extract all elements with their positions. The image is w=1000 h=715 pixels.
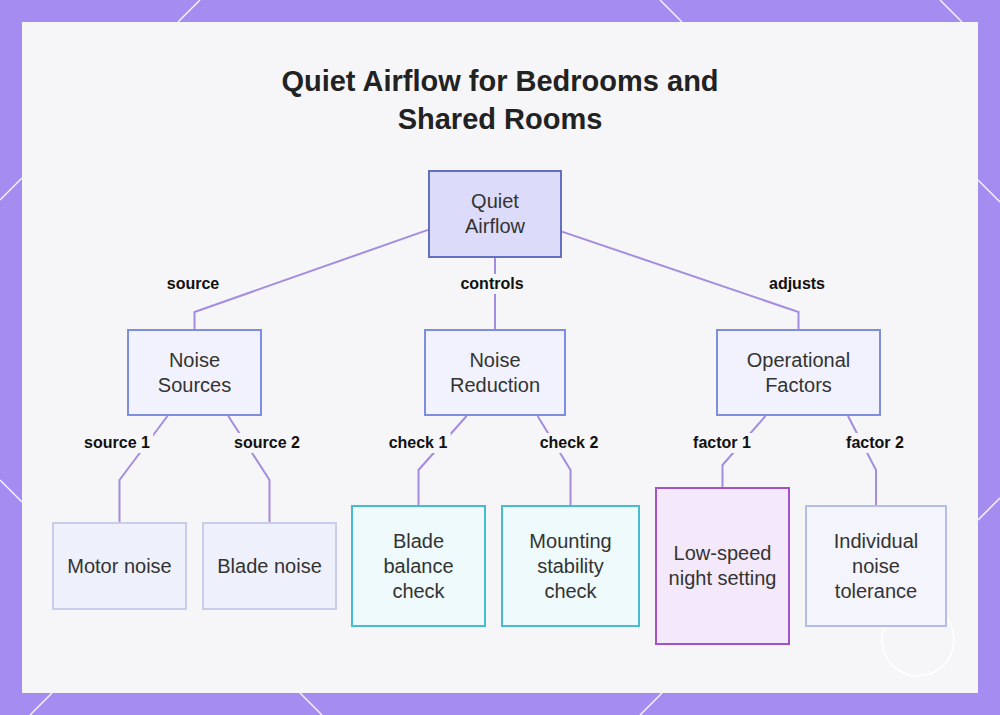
connector [562, 232, 799, 329]
connector [195, 230, 429, 329]
source-box: Blade noise [202, 522, 337, 610]
diagram-title: Quiet Airflow for Bedrooms and Shared Ro… [250, 62, 750, 138]
connector [848, 416, 876, 505]
source-box: Motor noise [52, 522, 187, 610]
node-label: Individual noise tolerance [817, 529, 935, 604]
node-label: Noise Sources [139, 348, 250, 398]
edge-label: adjusts [766, 274, 828, 294]
node-label: Operational Factors [728, 348, 869, 398]
connector [419, 416, 467, 505]
edge-label: source 1 [81, 433, 153, 453]
root-box: Quiet Airflow [428, 170, 562, 258]
category-box: Noise Sources [127, 329, 262, 416]
edge-label: check 1 [386, 433, 451, 453]
connector [538, 416, 571, 505]
edge-label: source 2 [231, 433, 303, 453]
node-label: Blade balance check [363, 529, 474, 604]
edge-label: check 2 [537, 433, 602, 453]
factor-box: Individual noise tolerance [805, 505, 947, 627]
check-box: Blade balance check [351, 505, 486, 627]
check-box: Mounting stability check [501, 505, 640, 627]
edge-label: controls [457, 274, 526, 294]
edge-label: factor 2 [843, 433, 907, 453]
node-label: Low-speed night setting [667, 541, 778, 591]
node-label: Quiet Airflow [440, 189, 550, 239]
node-label: Motor noise [67, 554, 172, 579]
node-label: Mounting stability check [513, 529, 628, 604]
connector [228, 416, 269, 522]
category-box: Operational Factors [716, 329, 881, 416]
edge-label: factor 1 [690, 433, 754, 453]
node-label: Blade noise [217, 554, 322, 579]
highlight-box: Low-speed night setting [655, 487, 790, 645]
node-label: Noise Reduction [436, 348, 554, 398]
category-box: Noise Reduction [424, 329, 566, 416]
connector [120, 416, 168, 522]
edge-label: source [164, 274, 222, 294]
